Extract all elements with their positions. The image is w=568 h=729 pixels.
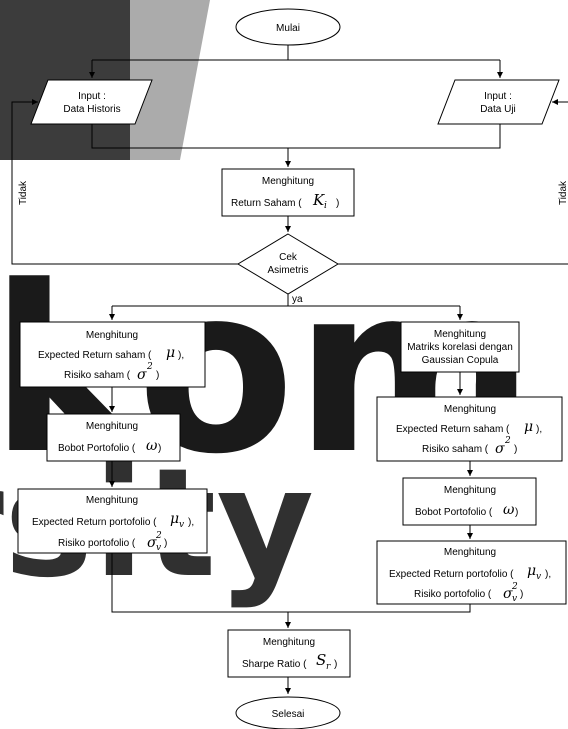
left-portfolio-close2: ), xyxy=(188,517,194,528)
end-terminator: Selesai xyxy=(235,696,341,729)
right-matriks-line2: Matriks korelasi dengan xyxy=(407,342,513,353)
left-portfolio-sigma-sub: v xyxy=(156,543,161,553)
sharpe-line2: Sharpe Ratio ( xyxy=(242,659,307,670)
return-saham-line2: Return Saham ( xyxy=(231,198,302,209)
edge-portfolios-merge xyxy=(111,553,471,613)
sharpe-ratio-node: Menghitung Sharpe Ratio ( S r ) xyxy=(227,629,351,678)
right-portfolio-line2: Expected Return portofolio ( xyxy=(389,569,514,580)
right-expected-line2: Expected Return saham ( xyxy=(396,424,510,435)
right-expected-sigma-sup: 2 xyxy=(504,436,511,446)
right-matriks-line1: Menghitung xyxy=(434,329,486,340)
watermark-shape-mid xyxy=(130,0,210,160)
sharpe-close: ) xyxy=(334,659,337,670)
return-saham-node: Menghitung Return Saham ( K i ) xyxy=(221,168,355,217)
input-uji-line1: Input : xyxy=(484,91,512,102)
right-expected-close3: ) xyxy=(514,444,517,455)
left-expected-mu: μ xyxy=(166,345,175,361)
sharpe-subscript: r xyxy=(326,662,331,672)
right-expected-return-node: Menghitung Expected Return saham ( μ ), … xyxy=(376,396,563,462)
return-saham-close: ) xyxy=(336,198,339,209)
left-portfolio-line2: Expected Return portofolio ( xyxy=(32,517,157,528)
right-portfolio-mu: μ xyxy=(527,563,536,579)
edge-ya-split xyxy=(112,294,460,307)
left-expected-line1: Menghitung xyxy=(86,330,138,341)
left-expected-sigma-sup: 2 xyxy=(146,362,153,372)
left-expected-sigma: σ xyxy=(137,367,147,383)
input-uji-node: Input : Data Uji xyxy=(437,79,560,125)
right-expected-mu: μ xyxy=(524,419,533,435)
left-portfolio-mu-sub: v xyxy=(179,520,184,530)
left-portfolio-line1: Menghitung xyxy=(86,495,138,506)
left-expected-line3: Risiko saham ( xyxy=(64,370,131,381)
edge-inputs-merge xyxy=(91,124,501,149)
return-saham-symbol: K xyxy=(312,191,325,209)
right-portfolio-sigma: σ xyxy=(503,586,513,602)
return-saham-line1: Menghitung xyxy=(262,176,314,187)
left-portfolio-sigma: σ xyxy=(147,535,157,551)
start-terminator: Mulai xyxy=(235,8,341,46)
right-matriks-node: Menghitung Matriks korelasi dengan Gauss… xyxy=(400,321,520,373)
left-expected-return-node: Menghitung Expected Return saham ( μ ), … xyxy=(19,321,206,388)
right-expected-line3: Risiko saham ( xyxy=(422,444,489,455)
label-tidak-right: Tidak xyxy=(558,180,568,205)
label-ya: ya xyxy=(292,294,303,305)
end-label: Selesai xyxy=(272,709,305,720)
left-bobot-omega: ω xyxy=(146,438,158,454)
cek-line1: Cek xyxy=(279,252,298,263)
input-historis-line1: Input : xyxy=(78,91,106,102)
left-bobot-line2: Bobot Portofolio ( xyxy=(58,443,136,454)
right-bobot-line1: Menghitung xyxy=(444,485,496,496)
return-saham-subscript: i xyxy=(324,201,327,211)
input-historis-line2: Data Historis xyxy=(63,104,120,115)
right-matriks-line3: Gaussian Copula xyxy=(422,355,499,366)
left-portfolio-node: Menghitung Expected Return portofolio ( … xyxy=(17,488,208,554)
label-tidak-left: Tidak xyxy=(18,180,29,205)
right-portfolio-close2: ), xyxy=(545,569,551,580)
right-expected-line1: Menghitung xyxy=(444,404,496,415)
right-portfolio-line1: Menghitung xyxy=(444,547,496,558)
right-expected-close2: ), xyxy=(536,424,542,435)
right-portfolio-node: Menghitung Expected Return portofolio ( … xyxy=(376,540,567,605)
edge-tidak-left-loop xyxy=(11,99,238,265)
sharpe-symbol: S xyxy=(316,651,326,669)
left-portfolio-mu: μ xyxy=(170,511,179,527)
right-portfolio-sigma-sup: 2 xyxy=(511,582,518,592)
input-historis-node: Input : Data Historis xyxy=(30,79,153,125)
cek-line2: Asimetris xyxy=(267,265,308,276)
left-bobot-node: Menghitung Bobot Portofolio ( ω ) xyxy=(46,413,181,462)
left-portfolio-line3: Risiko portofolio ( xyxy=(58,538,136,549)
edge-start-split xyxy=(92,45,500,61)
right-expected-sigma: σ xyxy=(495,441,505,457)
start-label: Mulai xyxy=(276,23,300,34)
left-bobot-close: ) xyxy=(158,443,161,454)
right-portfolio-mu-sub: v xyxy=(536,572,541,582)
left-portfolio-close3: ) xyxy=(164,538,167,549)
sharpe-line1: Menghitung xyxy=(263,637,315,648)
right-bobot-line2: Bobot Portofolio ( xyxy=(415,507,493,518)
right-portfolio-close3: ) xyxy=(520,589,523,600)
right-portfolio-sigma-sub: v xyxy=(512,594,517,604)
left-expected-line2: Expected Return saham ( xyxy=(38,350,152,361)
left-expected-close3: ) xyxy=(156,370,159,381)
right-bobot-close: ) xyxy=(515,507,518,518)
right-portfolio-line3: Risiko portofolio ( xyxy=(414,589,492,600)
cek-asimetris-decision: Cek Asimetris xyxy=(237,233,339,295)
right-bobot-node: Menghitung Bobot Portofolio ( ω ) xyxy=(402,477,537,526)
left-bobot-line1: Menghitung xyxy=(86,421,138,432)
left-portfolio-sigma-sup: 2 xyxy=(155,531,162,541)
edge-tidak-right-loop xyxy=(338,102,568,265)
input-uji-line2: Data Uji xyxy=(480,104,516,115)
left-expected-close2: ), xyxy=(178,350,184,361)
right-bobot-omega: ω xyxy=(503,502,515,518)
